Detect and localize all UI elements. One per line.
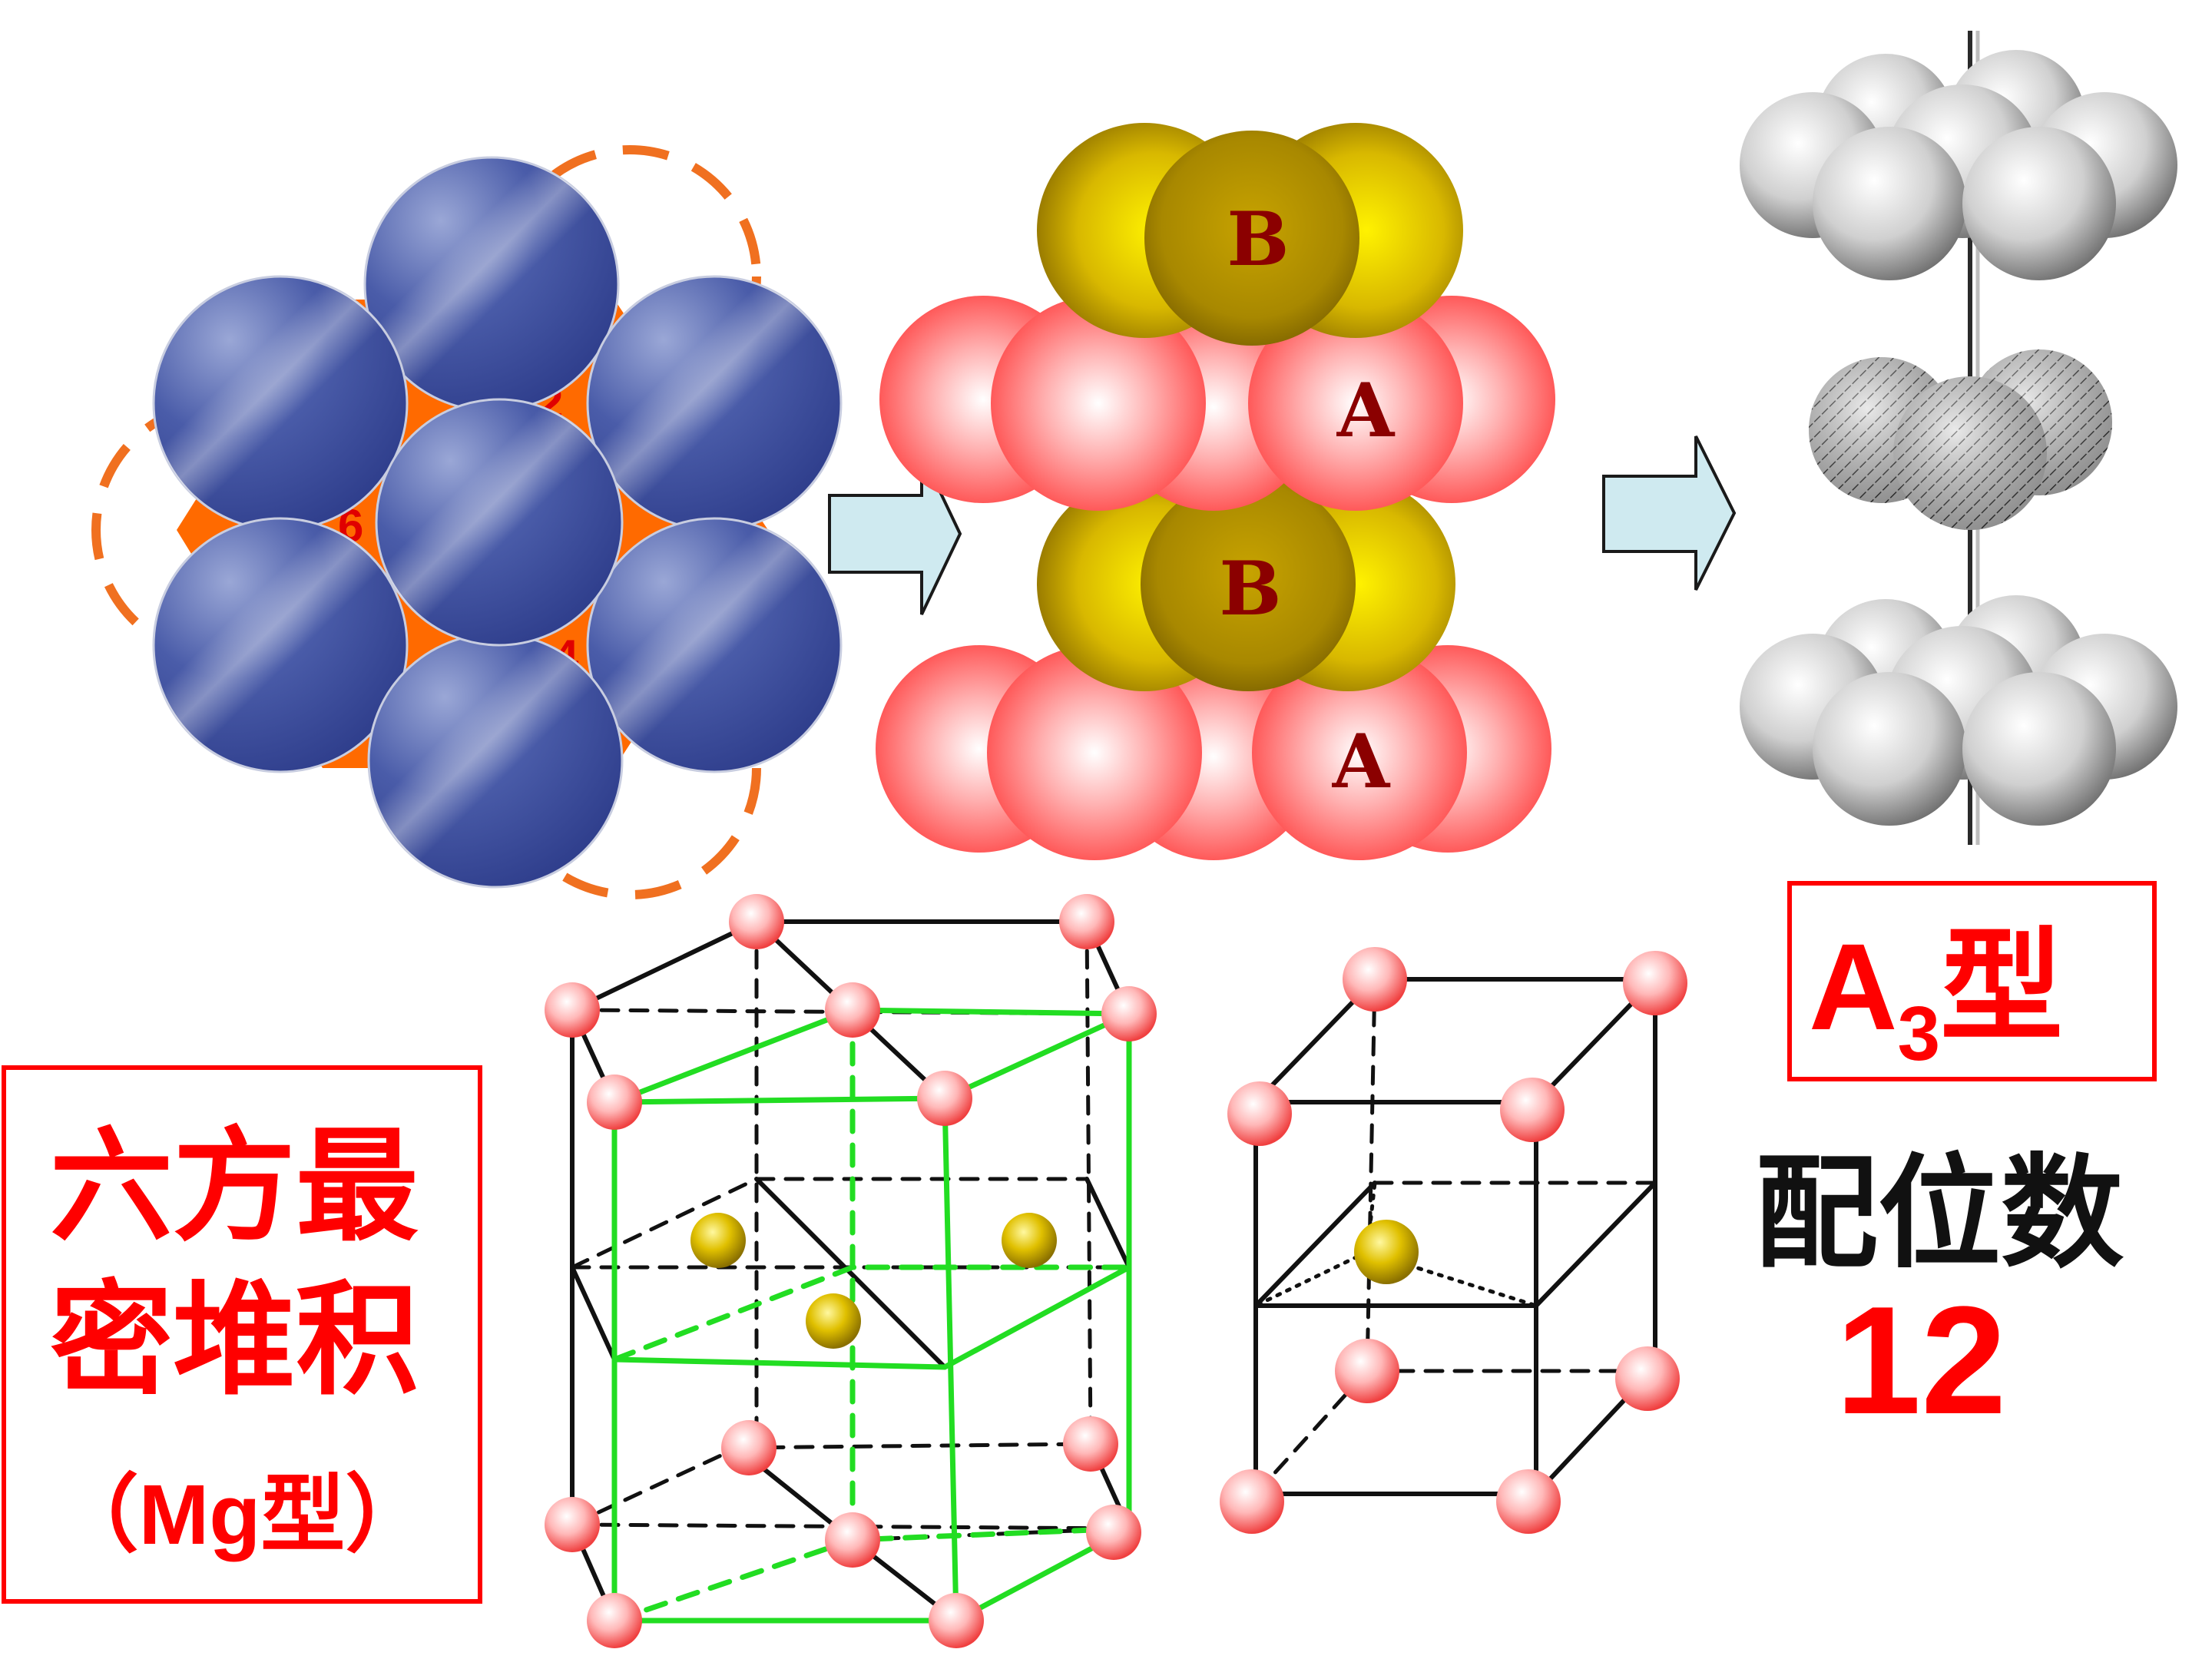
- lattice-atom: [1059, 894, 1114, 949]
- layer-label-a-bottom: A: [1332, 718, 1391, 805]
- gray-middle-layer: [1809, 349, 2112, 530]
- close-packed-layer-diagram: 2 6 4: [91, 145, 843, 899]
- lattice-atom: [1086, 1505, 1141, 1560]
- lattice-atom: [1623, 951, 1687, 1015]
- pink-sphere: [991, 296, 1206, 511]
- lattice-atom: [1227, 1081, 1292, 1146]
- hexagonal-prism-diagram: [545, 894, 1157, 1648]
- blue-sphere-upper-right: [586, 275, 843, 531]
- interior-atom: [690, 1213, 746, 1268]
- abab-stacking-diagram: B A B A: [876, 123, 1555, 860]
- interior-atom: [806, 1293, 861, 1349]
- blue-sphere-top: [363, 156, 620, 412]
- name-line-3: （Mg型）: [55, 1468, 430, 1562]
- lattice-atom: [587, 1593, 642, 1648]
- coordination-label: 配位数: [1755, 1141, 2124, 1285]
- lattice-atom: [825, 1512, 880, 1568]
- name-line-2: 密堆积: [50, 1271, 419, 1409]
- lattice-atom: [825, 982, 880, 1038]
- structure-type-label: A3型: [1809, 918, 2063, 1077]
- blue-sphere-lower-left: [152, 517, 409, 773]
- lattice-atom: [1615, 1346, 1680, 1411]
- blue-sphere-center: [375, 398, 624, 647]
- structure-name-box: 六方最 密堆积 （Mg型）: [2, 1065, 482, 1604]
- lattice-atom: [1496, 1469, 1561, 1534]
- gray-bottom-layer: [1740, 595, 2177, 826]
- lattice-atom: [1335, 1339, 1399, 1403]
- lattice-atom: [1063, 1416, 1118, 1472]
- lattice-atom: [1220, 1469, 1284, 1534]
- interior-atom: [1002, 1213, 1057, 1268]
- gray-layer-diagram: [1740, 31, 2177, 845]
- layer-label-a-upper: A: [1336, 367, 1396, 454]
- lattice-atom: [545, 982, 600, 1038]
- gray-top-layer: [1740, 50, 2177, 280]
- name-line-1: 六方最: [50, 1118, 419, 1255]
- layer-label-b-lower: B: [1219, 545, 1281, 632]
- pink-sphere: [987, 645, 1202, 860]
- blue-sphere-upper-left: [152, 275, 409, 531]
- gold-sphere-front: [1144, 131, 1359, 346]
- pink-sphere: [1252, 645, 1467, 860]
- lattice-atom: [929, 1593, 984, 1648]
- lattice-atom: [721, 1420, 777, 1475]
- lattice-atom: [587, 1075, 642, 1130]
- gold-sphere-front: [1141, 476, 1356, 691]
- interior-atom: [1354, 1220, 1419, 1284]
- right-arrow-icon: [828, 452, 962, 615]
- lattice-atom: [1343, 947, 1407, 1012]
- lattice-atom: [1500, 1078, 1565, 1142]
- lattice-atom: [729, 894, 784, 949]
- structure-type-box: A3型: [1787, 881, 2157, 1081]
- lattice-atom: [1101, 986, 1157, 1041]
- lattice-atom: [545, 1497, 600, 1552]
- coordination-value: 12: [1836, 1275, 2006, 1446]
- lattice-atom: [917, 1071, 972, 1126]
- blue-sphere-bottom: [367, 632, 624, 889]
- layer-label-b-top: B: [1227, 196, 1289, 283]
- right-arrow-icon: [1602, 435, 1737, 591]
- unit-cell-diagram: [1220, 947, 1687, 1534]
- pink-sphere: [1248, 296, 1463, 511]
- blue-sphere-lower-right: [586, 517, 843, 773]
